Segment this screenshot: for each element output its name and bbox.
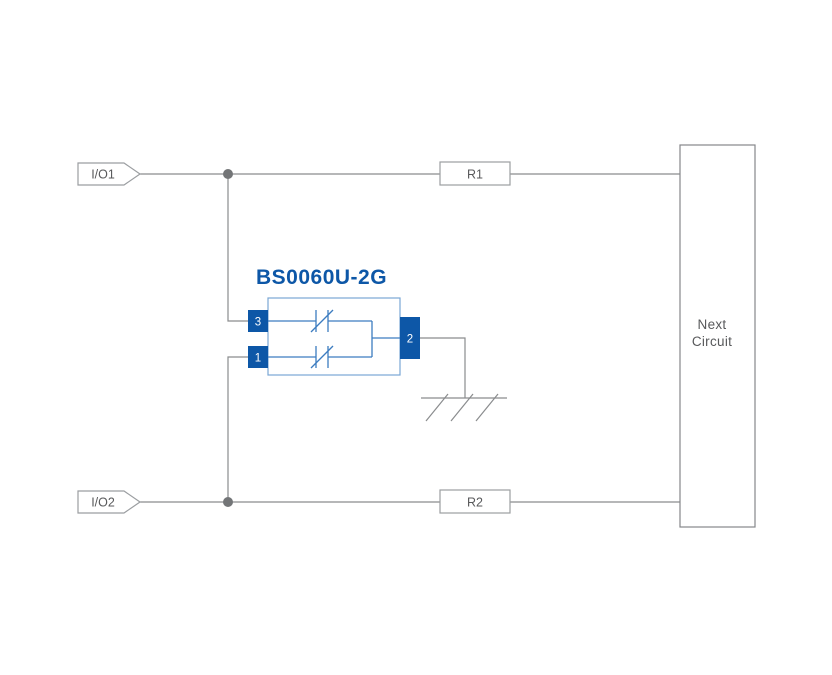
pin3-pad [248, 310, 268, 332]
ground-slash-2 [450, 393, 474, 422]
resistor-r1: R1 [439, 161, 511, 186]
wire-junction-to-pin1 [227, 356, 248, 502]
diode-top-diagonal [310, 309, 334, 333]
pin1-number: 1 [255, 353, 261, 365]
junction-dot-top [223, 169, 233, 179]
r1-label: R1 [467, 168, 483, 182]
wire-junction-to-pin3 [227, 174, 248, 322]
io2-tag-shape [77, 490, 142, 514]
io2-label: I/O2 [91, 496, 115, 510]
pin2-pad [400, 317, 420, 359]
wire-group [140, 173, 680, 503]
tvs-component: BS0060U-2G [248, 266, 420, 376]
junction-dot-bottom [223, 497, 233, 507]
next-circuit-label-line2: Circuit [692, 334, 732, 349]
tvs-body [267, 297, 401, 376]
pin3: 3 [248, 310, 268, 332]
ground-slash-3 [475, 393, 499, 422]
diode-bottom-diagonal [310, 345, 334, 369]
wire-pin2-to-ground [420, 337, 466, 398]
pin2: 2 [400, 317, 420, 359]
ground-symbol [421, 393, 507, 422]
io2-tag: I/O2 [77, 490, 142, 514]
r2-label: R2 [467, 496, 483, 510]
r1-box [439, 161, 511, 186]
pin1-pad [248, 346, 268, 368]
tvs-diode-top [268, 309, 372, 333]
ground-slash-1 [425, 393, 449, 422]
next-circuit-block: Next Circuit [679, 144, 756, 528]
part-number-label: BS0060U-2G [256, 266, 387, 289]
pin3-number: 3 [255, 317, 261, 329]
tvs-diode-bottom [268, 345, 372, 369]
pin1: 1 [248, 346, 268, 368]
r2-box [439, 489, 511, 514]
io1-label: I/O1 [91, 168, 115, 182]
pin2-number: 2 [407, 334, 413, 346]
io1-tag-shape [77, 162, 142, 186]
next-circuit-box [679, 144, 756, 528]
io1-tag: I/O1 [77, 162, 142, 186]
next-circuit-label-line1: Next [698, 317, 727, 332]
resistor-r2: R2 [439, 489, 511, 514]
